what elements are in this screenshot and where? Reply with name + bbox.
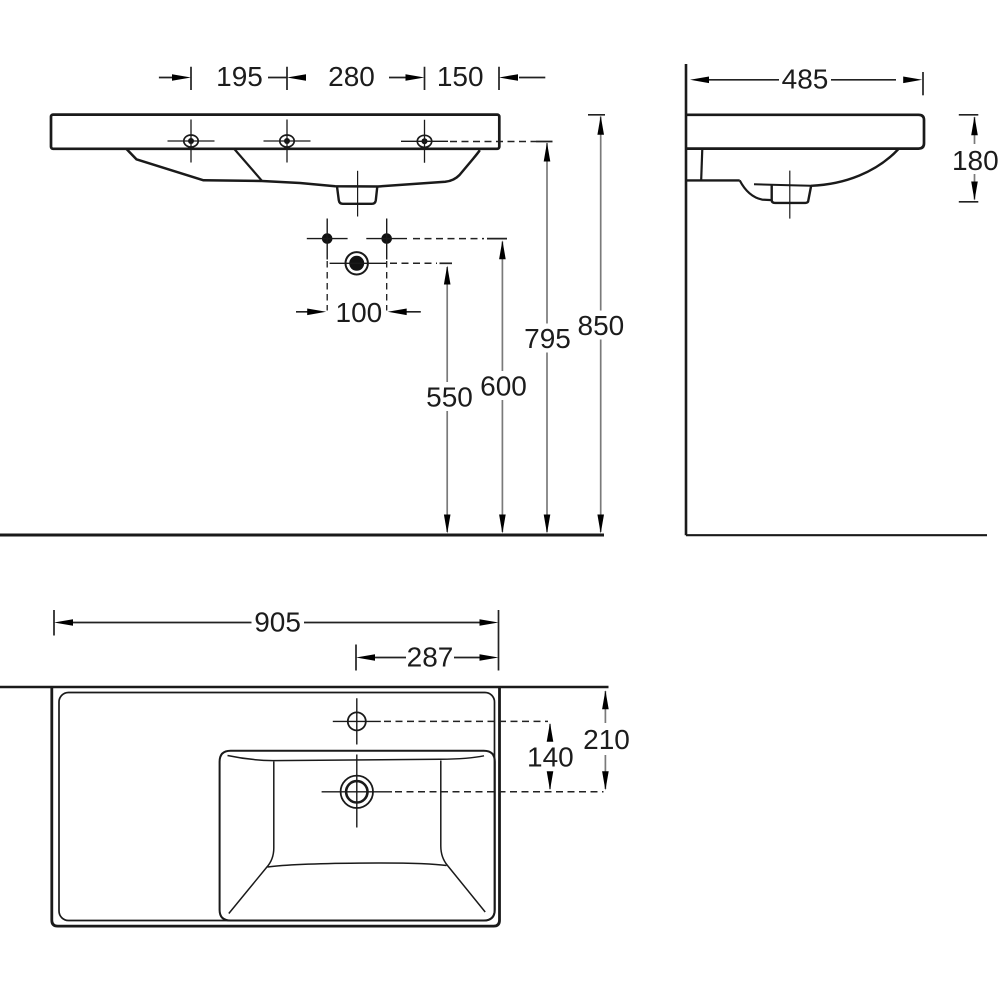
svg-text:287: 287	[407, 642, 454, 673]
svg-text:600: 600	[480, 371, 527, 402]
svg-text:280: 280	[328, 61, 375, 92]
svg-text:905: 905	[254, 606, 301, 637]
svg-text:850: 850	[578, 310, 625, 341]
svg-text:485: 485	[782, 64, 829, 95]
svg-text:195: 195	[216, 61, 263, 92]
svg-text:100: 100	[336, 297, 383, 328]
svg-text:150: 150	[437, 61, 484, 92]
svg-text:210: 210	[583, 724, 630, 755]
svg-text:795: 795	[524, 323, 571, 354]
svg-text:550: 550	[426, 381, 473, 412]
svg-text:180: 180	[952, 145, 999, 176]
svg-text:140: 140	[527, 742, 574, 773]
